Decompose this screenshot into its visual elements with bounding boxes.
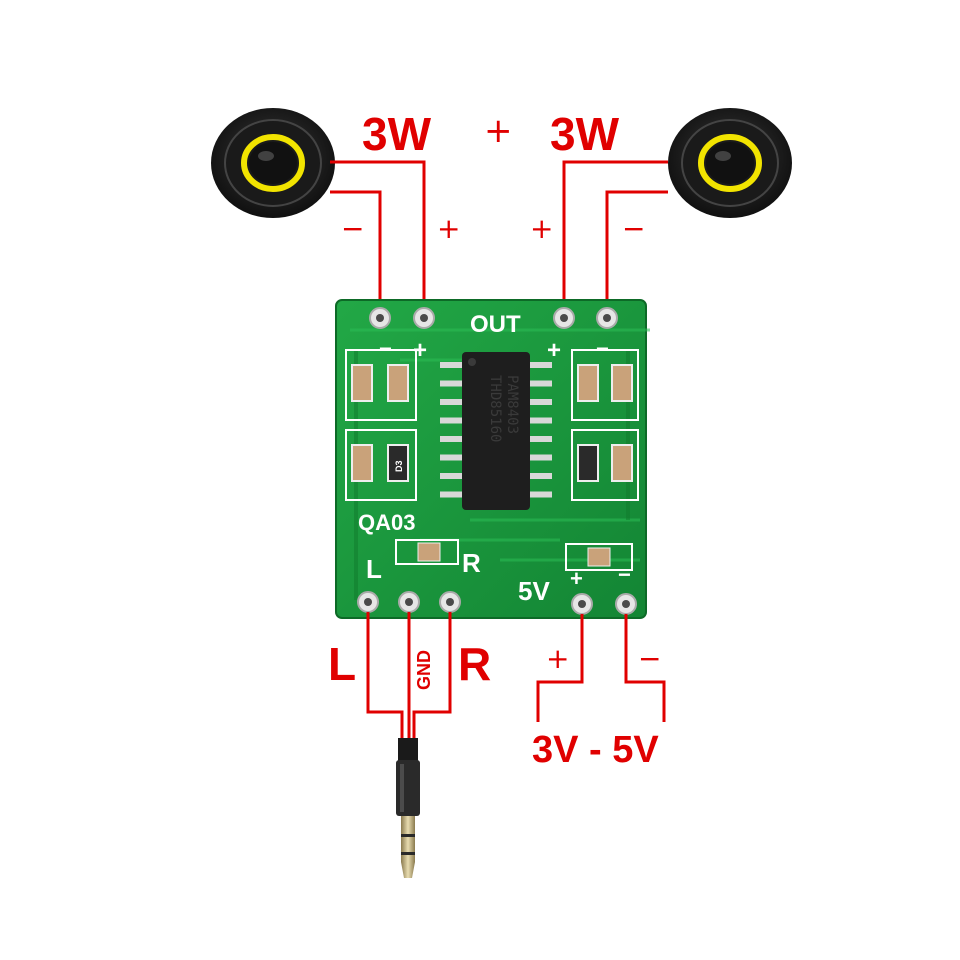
board-input-r: R xyxy=(462,548,481,578)
board-out-minus-right: − xyxy=(596,336,609,361)
chip-marking-2: THD85160 xyxy=(487,375,503,442)
output-pads xyxy=(369,307,618,329)
board-input-l: L xyxy=(366,554,382,584)
input-gnd-label: GND xyxy=(414,650,434,690)
amplifier-board: OUT − + + − D3 xyxy=(335,299,650,619)
chip-leg xyxy=(528,436,552,442)
board-model-label: QA03 xyxy=(358,510,415,535)
board-supply-minus: − xyxy=(618,562,631,587)
right-speaker-minus-label: − xyxy=(622,212,645,245)
chip-leg xyxy=(528,491,552,498)
right-speaker-icon xyxy=(668,108,792,218)
left-smd-components: D3 xyxy=(345,349,417,501)
chip-leg xyxy=(528,473,552,479)
board-out-minus-left: − xyxy=(379,336,392,361)
chip-leg xyxy=(440,436,464,442)
right-power-label: 3W xyxy=(550,108,620,160)
speaker-wires xyxy=(330,160,668,316)
left-power-label: 3W xyxy=(362,108,432,160)
chip-leg xyxy=(528,362,552,368)
board-supply-plus: + xyxy=(570,566,583,591)
chip-leg xyxy=(440,362,464,368)
chip-leg xyxy=(440,380,464,387)
right-smd-components xyxy=(571,349,639,501)
board-out-plus-right: + xyxy=(547,337,561,364)
chip-legs xyxy=(440,362,552,498)
chip-leg xyxy=(440,399,464,405)
power-wires xyxy=(536,614,666,722)
left-speaker-plus-label: + xyxy=(437,212,460,245)
pam8403-chip: PAM8403 THD85160 xyxy=(462,352,530,510)
chip-leg xyxy=(440,417,464,424)
voltage-range-label: 3V - 5V xyxy=(532,729,659,771)
chip-leg xyxy=(528,380,552,387)
chip-leg xyxy=(440,491,464,498)
left-speaker-minus-label: − xyxy=(341,212,364,245)
plus-between-label: + xyxy=(484,111,513,151)
chip-leg xyxy=(528,454,552,461)
power-plus-label: + xyxy=(546,642,569,675)
input-pads xyxy=(357,591,637,615)
board-supply-label: 5V xyxy=(518,576,550,606)
chip-leg xyxy=(440,454,464,461)
left-d3-mark: D3 xyxy=(394,460,404,472)
audio-jack-icon xyxy=(396,738,420,878)
chip-leg xyxy=(528,417,552,424)
board-out-label: OUT xyxy=(470,311,521,338)
input-left-label: L xyxy=(328,638,356,690)
chip-leg xyxy=(440,473,464,479)
right-speaker-plus-label: + xyxy=(530,212,553,245)
input-right-label: R xyxy=(458,638,491,690)
chip-marking-1: PAM8403 xyxy=(504,375,520,434)
power-minus-label: − xyxy=(638,642,661,675)
chip-leg xyxy=(528,399,552,405)
input-wires xyxy=(366,612,452,740)
left-speaker-icon xyxy=(211,108,335,218)
